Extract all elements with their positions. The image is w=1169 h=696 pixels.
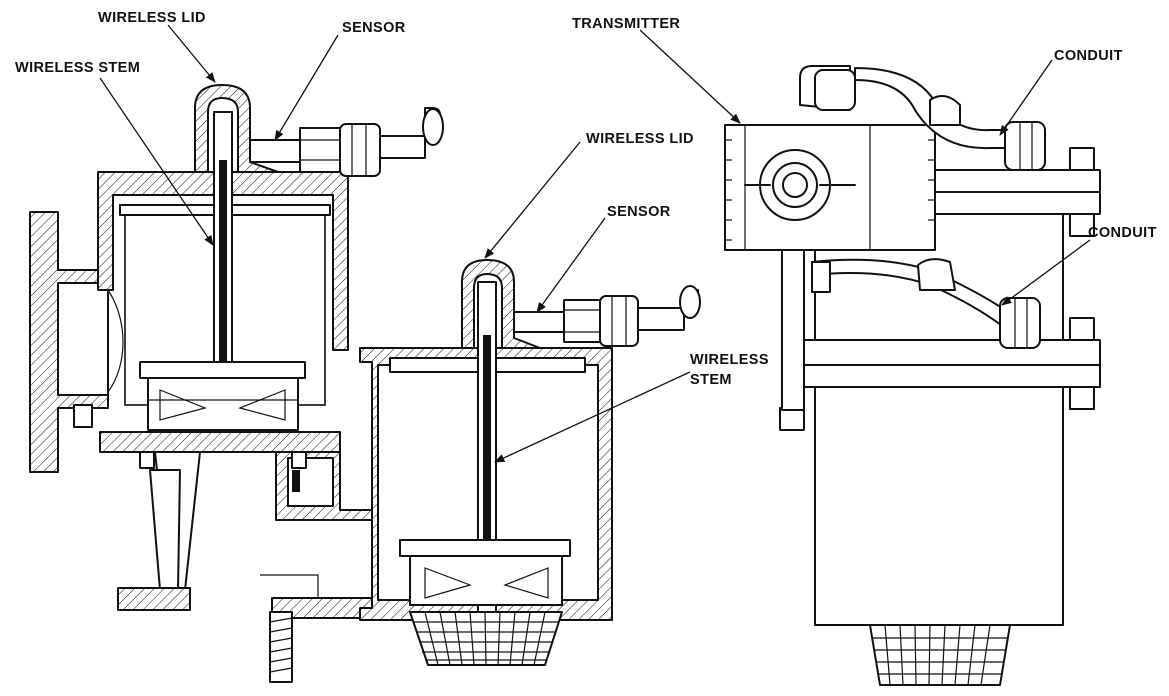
leader-left-wireless-lid: [167, 24, 216, 83]
label-left-wireless-lid: WIRELESS LID: [98, 10, 206, 26]
leader-mid-sensor: [536, 217, 606, 313]
label-mid-wireless-lid: WIRELESS LID: [586, 131, 694, 147]
leader-left-wireless-stem: [99, 77, 214, 246]
leader-mid-wireless-stem: [494, 371, 691, 463]
callout-labels: WIRELESS LID SENSOR WIRELESS STEM WIRELE…: [15, 10, 1157, 388]
right-strainer: [869, 624, 1011, 686]
leader-conduit-top: [999, 59, 1053, 136]
label-conduit-top: CONDUIT: [1054, 48, 1123, 64]
leader-transmitter: [639, 29, 741, 124]
label-left-sensor: SENSOR: [342, 20, 406, 36]
transmitter-box: [724, 124, 936, 251]
leader-conduit-bottom: [1001, 239, 1091, 306]
leader-mid-wireless-lid: [484, 141, 581, 259]
label-mid-sensor: SENSOR: [607, 204, 671, 220]
label-mid-wireless-stem-line2: STEM: [690, 372, 732, 388]
right-valve-assembly: [724, 65, 1101, 686]
label-transmitter: TRANSMITTER: [572, 16, 680, 32]
threaded-stud: [269, 611, 293, 683]
flange-bolt: [779, 147, 1095, 431]
label-left-wireless-stem: WIRELESS STEM: [15, 60, 140, 76]
middle-valve-assembly: [359, 259, 701, 666]
left-valve-assembly: [29, 84, 444, 683]
lower-conduit: [811, 258, 1041, 349]
upper-conduit: [799, 65, 1046, 171]
label-conduit-bottom: CONDUIT: [1088, 225, 1157, 241]
bolt: [73, 404, 307, 469]
strainer-basket: [409, 611, 563, 666]
middle-sensor-fitting: [513, 285, 701, 347]
left-sensor-fitting: [249, 107, 444, 177]
leader-left-sensor: [274, 34, 339, 141]
label-mid-wireless-stem-line1: WIRELESS: [690, 352, 769, 368]
leader-lines: [99, 24, 1091, 463]
